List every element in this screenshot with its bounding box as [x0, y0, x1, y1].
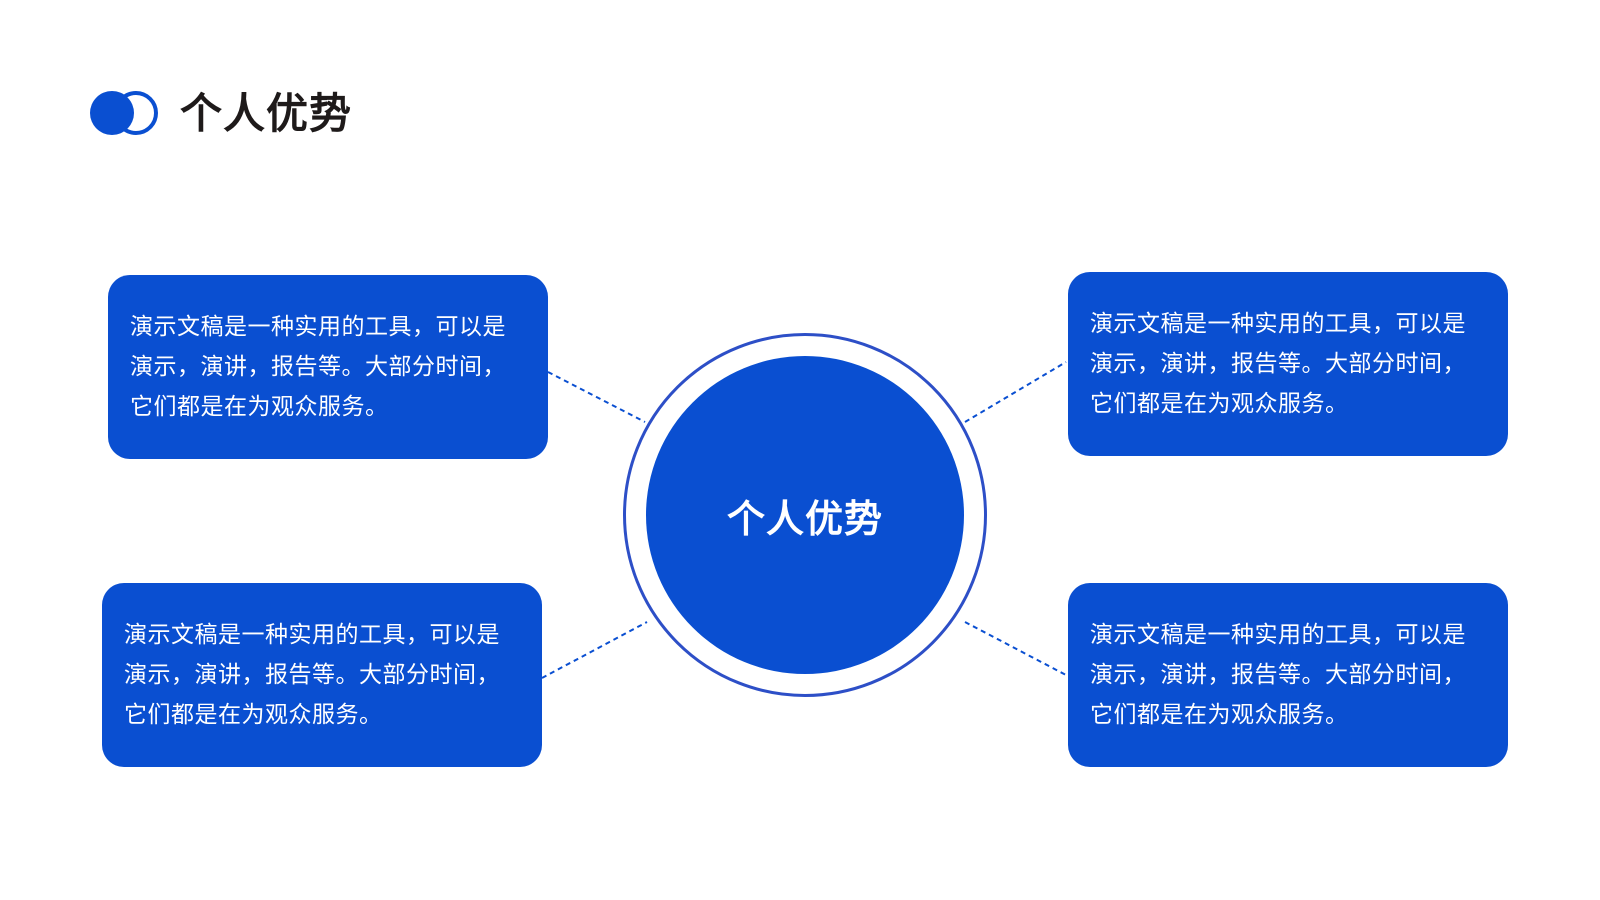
card-text: 演示文稿是一种实用的工具，可以是演示，演讲，报告等。大部分时间，它们都是在为观众… — [1090, 311, 1466, 417]
hub-circle: 个人优势 — [646, 356, 964, 674]
overlapping-circles-icon — [90, 90, 162, 138]
advantage-card-bottom-right: 演示文稿是一种实用的工具，可以是演示，演讲，报告等。大部分时间，它们都是在为观众… — [1068, 583, 1508, 767]
page-title: 个人优势 — [180, 89, 353, 138]
card-text: 演示文稿是一种实用的工具，可以是演示，演讲，报告等。大部分时间，它们都是在为观众… — [130, 314, 506, 420]
connector-bottom-right — [964, 621, 1067, 676]
hub-label: 个人优势 — [726, 496, 883, 541]
advantage-card-top-left: 演示文稿是一种实用的工具，可以是演示，演讲，报告等。大部分时间，它们都是在为观众… — [108, 275, 548, 459]
connector-bottom-left — [541, 621, 648, 679]
connector-top-left — [547, 371, 646, 423]
advantage-card-top-right: 演示文稿是一种实用的工具，可以是演示，演讲，报告等。大部分时间，它们都是在为观众… — [1068, 272, 1508, 456]
connector-top-right — [964, 361, 1067, 423]
logo-filled-circle — [90, 91, 134, 135]
hub-outer-ring — [623, 333, 987, 697]
advantage-card-bottom-left: 演示文稿是一种实用的工具，可以是演示，演讲，报告等。大部分时间，它们都是在为观众… — [102, 583, 542, 767]
card-text: 演示文稿是一种实用的工具，可以是演示，演讲，报告等。大部分时间，它们都是在为观众… — [1090, 622, 1466, 728]
card-text: 演示文稿是一种实用的工具，可以是演示，演讲，报告等。大部分时间，它们都是在为观众… — [124, 622, 500, 728]
